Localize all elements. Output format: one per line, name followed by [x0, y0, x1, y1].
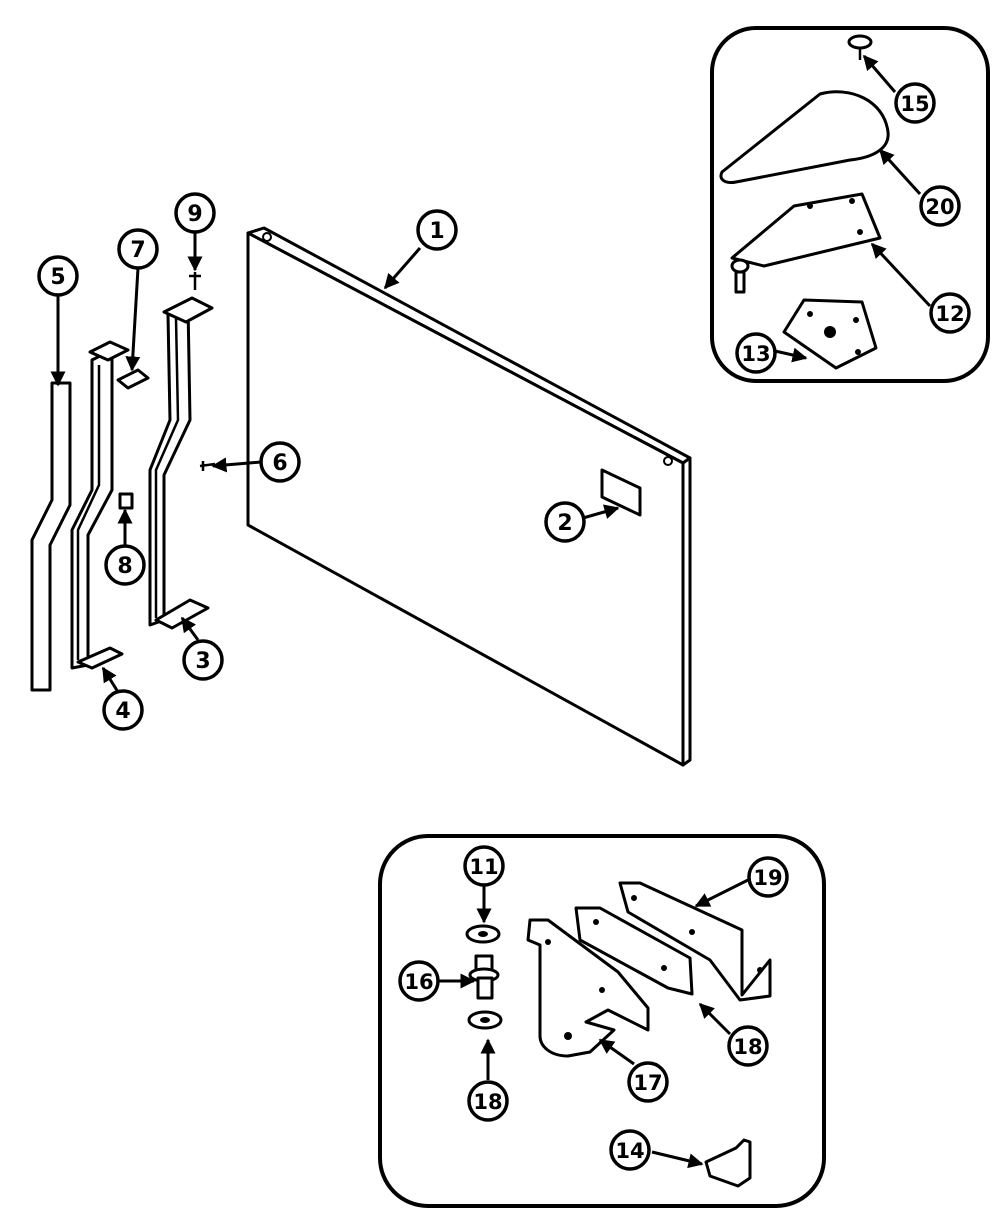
- callout-2: 2: [544, 501, 586, 543]
- callout-19: 19: [747, 856, 789, 898]
- handle-bracket-left: [70, 340, 130, 670]
- callout-20: 20: [919, 185, 961, 227]
- small-hinge-bracket: [704, 1138, 752, 1188]
- door-panel: [246, 226, 692, 767]
- hinge-pin: [468, 954, 500, 1000]
- callout-8: 8: [104, 544, 146, 586]
- callout-11-label: 11: [469, 855, 498, 879]
- inset-hinge-top: [710, 26, 990, 383]
- callout-11: 11: [463, 845, 505, 887]
- small-bracket: [116, 368, 150, 390]
- top-hinge: [730, 192, 882, 268]
- label-plate: [600, 468, 642, 517]
- callout-1-label: 1: [429, 219, 444, 244]
- callout-16: 16: [398, 960, 440, 1002]
- hinge-pin-cap: [847, 34, 873, 50]
- hinge-plate: [618, 881, 772, 1002]
- callout-6-label: 6: [272, 451, 287, 476]
- plug: [118, 492, 134, 510]
- callout-18-right: 18: [727, 1025, 769, 1067]
- callout-17: 17: [627, 1061, 669, 1103]
- hinge-spacer: [574, 906, 694, 996]
- leader-lines: [50, 54, 932, 1169]
- callout-14: 14: [609, 1129, 651, 1171]
- callout-14-label: 14: [615, 1139, 644, 1163]
- callout-9-label: 9: [187, 202, 202, 227]
- callout-13-label: 13: [741, 342, 770, 366]
- callout-3: 3: [182, 639, 224, 681]
- callout-18-left-label: 18: [473, 1090, 502, 1114]
- callout-19-label: 19: [753, 866, 782, 890]
- callout-7: 7: [117, 228, 159, 270]
- callout-4-label: 4: [115, 699, 130, 724]
- callout-5: 5: [37, 255, 79, 297]
- screw-side: [199, 461, 216, 471]
- callout-15: 15: [894, 82, 936, 124]
- callout-9: 9: [174, 192, 216, 234]
- hinge-cover: [719, 90, 890, 184]
- screw-top: [189, 272, 201, 290]
- callout-2-label: 2: [557, 511, 572, 536]
- callout-12: 12: [929, 292, 971, 334]
- callout-4: 4: [102, 689, 144, 731]
- callout-13: 13: [735, 332, 777, 374]
- callout-18-right-label: 18: [733, 1035, 762, 1059]
- callout-12-label: 12: [935, 302, 964, 326]
- callout-3-label: 3: [195, 649, 210, 674]
- callout-15-label: 15: [900, 92, 929, 116]
- trim-strip: [30, 381, 72, 692]
- handle: [148, 296, 214, 630]
- callout-20-label: 20: [925, 195, 954, 219]
- bottom-hinge: [526, 918, 650, 1058]
- callout-8-label: 8: [117, 554, 132, 579]
- callout-17-label: 17: [633, 1071, 662, 1095]
- callout-7-label: 7: [130, 238, 145, 263]
- callout-1: 1: [416, 209, 458, 251]
- inset-hinge-bottom: [378, 834, 826, 1208]
- callout-16-label: 16: [404, 970, 433, 994]
- callout-6: 6: [259, 441, 301, 483]
- callout-18-left: 18: [467, 1080, 509, 1122]
- callout-5-label: 5: [50, 265, 65, 290]
